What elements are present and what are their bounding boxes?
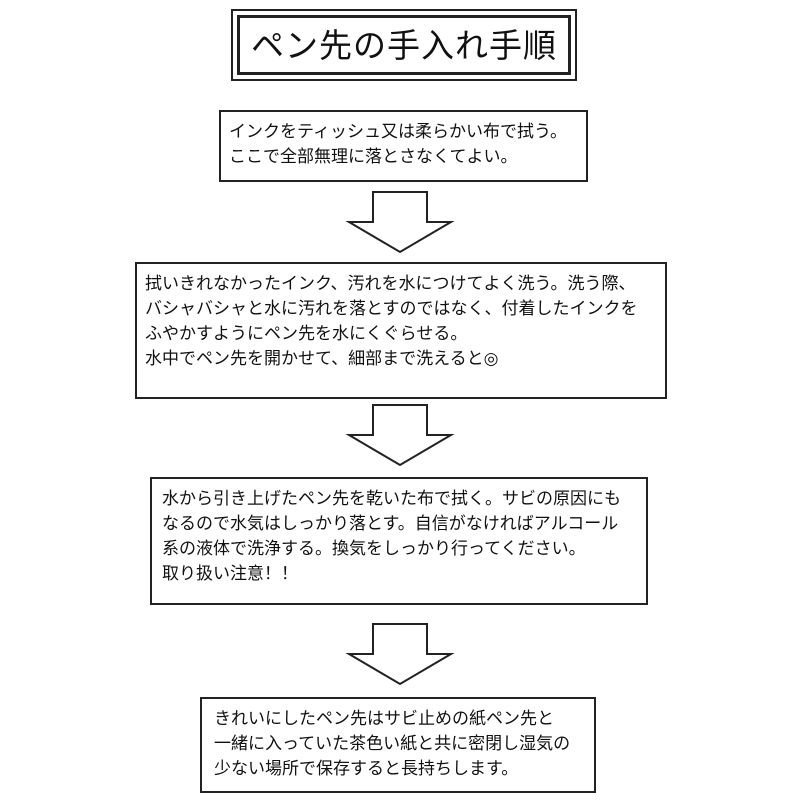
step-3-line-1: 水から引き上げたペン先を乾いた布で拭く。サビの原因にも [162, 489, 621, 509]
step-2-line-2: バシャバシャと水に汚れを落とすのではなく、付着したインクを [145, 299, 638, 319]
step-4-line-2: 一緒に入っていた茶色い紙と共に密閉し湿気の [214, 734, 571, 754]
down-arrow-icon [345, 623, 455, 686]
step-4-line-3: 少ない場所で保存すると長持ちします。 [214, 759, 519, 779]
step-3-line-3: 系の液体で洗浄する。換気をしっかり行ってください。 [162, 539, 586, 559]
step-2-line-1: 拭いきれなかったインク、汚れを水につけてよく洗う。洗う際、 [145, 274, 636, 294]
title-frame: ペン先の手入れ手順 [231, 9, 577, 81]
down-arrow-icon [345, 404, 455, 467]
step-4-box: きれいにしたペン先はサビ止めの紙ペン先と 一緒に入っていた茶色い紙と共に密閉し湿… [200, 697, 596, 793]
step-4-line-1: きれいにしたペン先はサビ止めの紙ペン先と [214, 709, 554, 729]
step-1-line-1: インクをティッシュ又は柔らかい布で拭う。 [229, 122, 567, 142]
step-1-line-2: ここで全部無理に落とさなくてよい。 [229, 147, 518, 167]
step-3-line-2: なるので水気はしっかり落とす。自信がなければアルコール [162, 514, 619, 534]
step-3-line-4: 取り扱い注意！！ [162, 564, 298, 584]
step-2-box: 拭いきれなかったインク、汚れを水につけてよく洗う。洗う際、 バシャバシャと水に汚… [135, 262, 667, 399]
step-3-box: 水から引き上げたペン先を乾いた布で拭く。サビの原因にも なるので水気はしっかり落… [150, 477, 648, 605]
step-2-line-4: 水中でペン先を開かせて、細部まで洗えると◎ [145, 349, 499, 369]
title-inner-frame: ペン先の手入れ手順 [237, 15, 571, 75]
page-title: ペン先の手入れ手順 [251, 25, 557, 65]
step-1-box: インクをティッシュ又は柔らかい布で拭う。 ここで全部無理に落とさなくてよい。 [219, 110, 588, 182]
down-arrow-icon [345, 191, 455, 254]
step-2-line-3: ふやかすようにペン先を水にくぐらせる。 [145, 324, 468, 344]
